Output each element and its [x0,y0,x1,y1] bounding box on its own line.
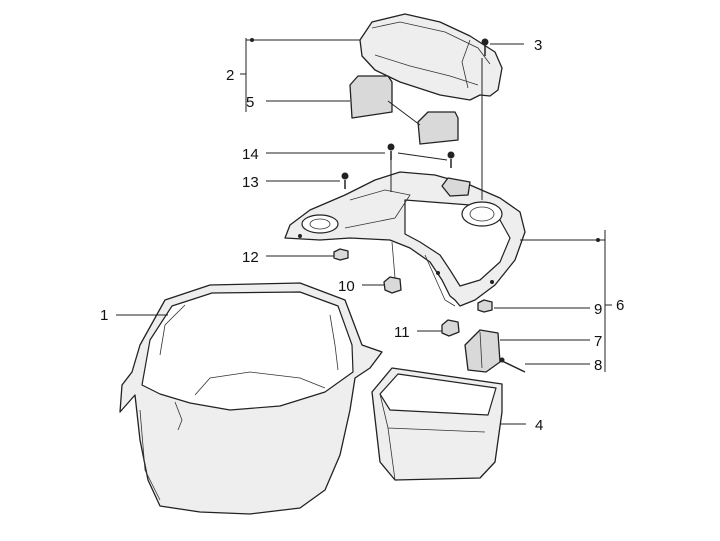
helmet-compartment-tub [119,282,383,515]
clip-11 [441,319,460,337]
callout-labels: 1 2 3 4 5 6 7 8 9 10 11 12 13 14 [100,37,624,434]
screws-13-14 [341,143,455,189]
label-1: 1 [100,307,108,324]
label-3: 3 [534,37,542,54]
label-5: 5 [246,94,254,111]
label-12: 12 [242,249,259,266]
clip-10 [383,276,402,294]
label-4: 4 [535,417,543,434]
screw-8 [499,357,526,373]
clip-12 [333,248,349,261]
label-13: 13 [242,174,259,191]
label-8: 8 [594,357,602,374]
label-6: 6 [616,297,624,314]
label-14: 14 [242,146,259,163]
label-9: 9 [594,301,602,318]
label-2: 2 [226,67,234,84]
bracket-7 [464,329,501,373]
label-10: 10 [338,278,355,295]
screw-3 [481,38,489,56]
clip-9 [477,299,493,313]
label-11: 11 [394,324,410,341]
leader-lines [116,38,612,425]
foam-pads [349,75,459,145]
inner-frame-6 [284,171,526,307]
label-7: 7 [594,333,602,350]
storage-box-4 [371,367,503,481]
